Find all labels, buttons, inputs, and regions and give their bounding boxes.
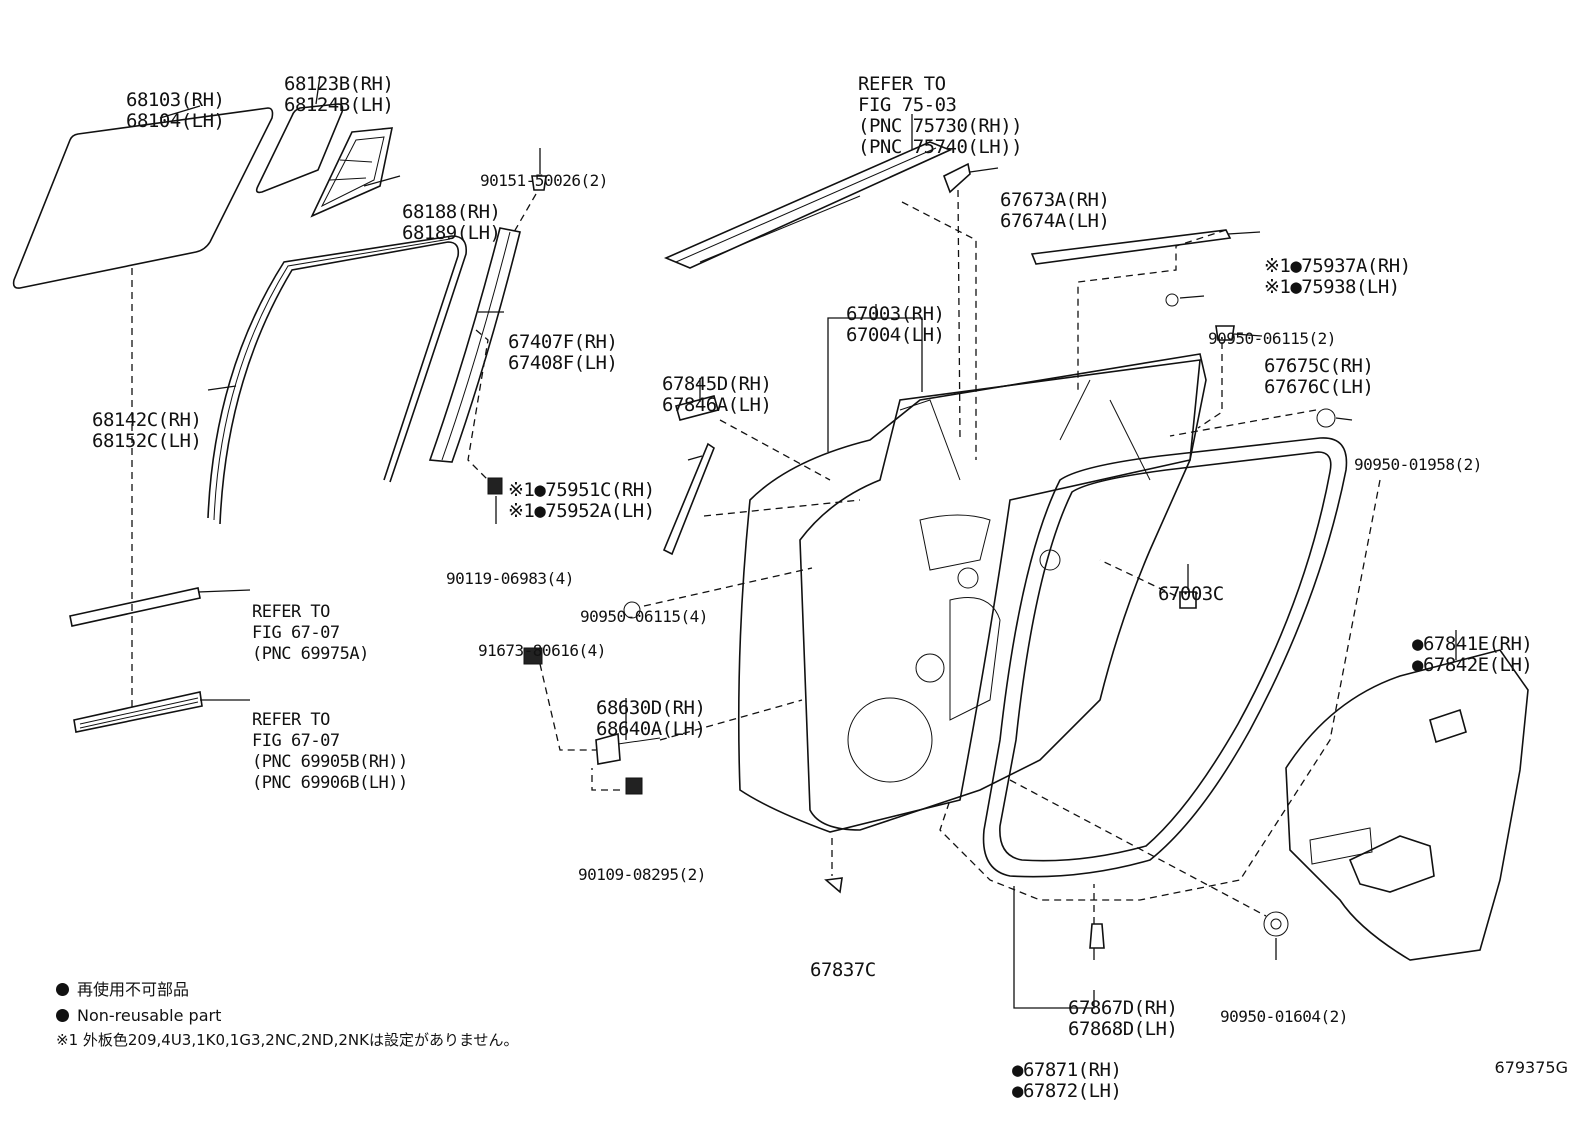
label-panel-c: 67003C: [1158, 583, 1224, 605]
label-channel: 67407F(RH)67408F(LH): [508, 331, 618, 374]
window-moulding: [1030, 229, 1232, 265]
bullet-icon: [56, 1009, 69, 1022]
garnish: [662, 442, 715, 556]
door-outer-panel: [737, 353, 1207, 833]
label-screw-top: 90151-50026(2): [480, 171, 608, 190]
label-hole-plug: 67837C: [810, 959, 876, 981]
bullet-icon: [56, 983, 69, 996]
belt-moulding-top: [663, 141, 953, 269]
inner-weatherstrip-strip: [73, 691, 203, 733]
label-clip-67867: 67867D(RH)67868D(LH): [1068, 997, 1178, 1040]
small-fasteners: [487, 162, 1336, 949]
quarter-frame: [310, 127, 394, 218]
label-check: 68630D(RH)68640A(LH): [596, 697, 706, 740]
label-weatherstrip: ●67871(RH)●67872(LH): [1012, 1059, 1122, 1102]
dashed-guides: [131, 189, 1381, 924]
label-cover-top: 67673A(RH)67674A(LH): [1000, 189, 1110, 232]
label-clip-06115-mid: 90950-06115(4): [580, 607, 708, 626]
door-inner-panel: [799, 359, 1201, 831]
label-garnish: ※1●75951C(RH)※1●75952A(LH): [508, 479, 655, 522]
outer-weatherstrip-strip: [69, 587, 201, 627]
label-plug-01958: 90950-01958(2): [1354, 455, 1482, 474]
label-weatherstrip-film: ●67841E(RH)●67842E(LH): [1412, 633, 1533, 676]
label-bolt-06983: 90119-06983(4): [446, 569, 574, 588]
quarter-glass: [255, 103, 344, 194]
label-quarter-glass: 68123B(RH)68124B(LH): [284, 73, 394, 116]
label-clip-06115-top: 90950-06115(2): [1208, 329, 1336, 348]
door-glass: [12, 107, 274, 289]
label-run: 68142C(RH)68152C(LH): [92, 409, 202, 452]
label-moulding: ※1●75937A(RH)※1●75938(LH): [1264, 255, 1411, 298]
label-bolt-08295: 90109-08295(2): [578, 865, 706, 884]
label-plug-01604: 90950-01604(2): [1220, 1007, 1348, 1026]
service-hole-cover: [1285, 649, 1529, 961]
frame-channel: [428, 227, 521, 463]
label-stopper: 67675C(RH)67676C(LH): [1264, 355, 1374, 398]
label-bolt-80616: 91673-80616(4): [478, 641, 606, 660]
figure-code: 679375G: [1494, 1058, 1568, 1077]
legend-footnote: ※1 外板色209,4U3,1K0,1G3,2NC,2ND,2NKは設定がありま…: [56, 1031, 519, 1049]
parts-diagram: [12, 75, 1529, 1009]
glass-run: [207, 235, 468, 525]
label-door-panel: 67003(RH)67004(LH): [846, 303, 945, 346]
leader-lines: [159, 75, 1457, 1009]
label-quarter-frame: 68188(RH)68189(LH): [402, 201, 501, 244]
label-bracket: 67845D(RH)67846A(LH): [662, 373, 772, 416]
label-glass: 68103(RH)68104(LH): [126, 89, 225, 132]
door-weatherstrip: [982, 437, 1348, 878]
legend-en: Non-reusable part: [56, 1004, 221, 1028]
legend-jp: 再使用不可部品: [56, 978, 189, 1002]
